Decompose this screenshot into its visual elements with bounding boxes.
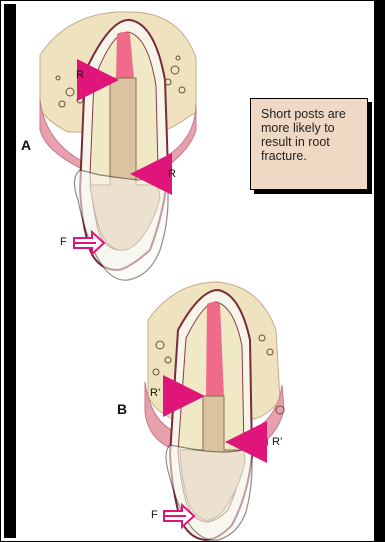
- panel-b-r-right-label: R’: [272, 436, 282, 448]
- panel-b-crown: [166, 445, 252, 540]
- panel-a-r-top-label: R: [76, 69, 84, 81]
- panel-b-tooth: [145, 282, 284, 540]
- panel-b-label: B: [117, 401, 127, 417]
- panel-a-label: A: [21, 137, 31, 153]
- note-box: Short posts are more likely to result in…: [250, 98, 368, 190]
- panel-b-force-label: F: [151, 509, 158, 521]
- panel-b-r-left-label: R’: [150, 387, 160, 399]
- panel-a-force-label: F: [60, 236, 67, 248]
- panel-a-r-side-label: R: [168, 168, 176, 180]
- note-text: Short posts are more likely to result in…: [261, 107, 346, 163]
- panel-a-crown: [74, 170, 168, 280]
